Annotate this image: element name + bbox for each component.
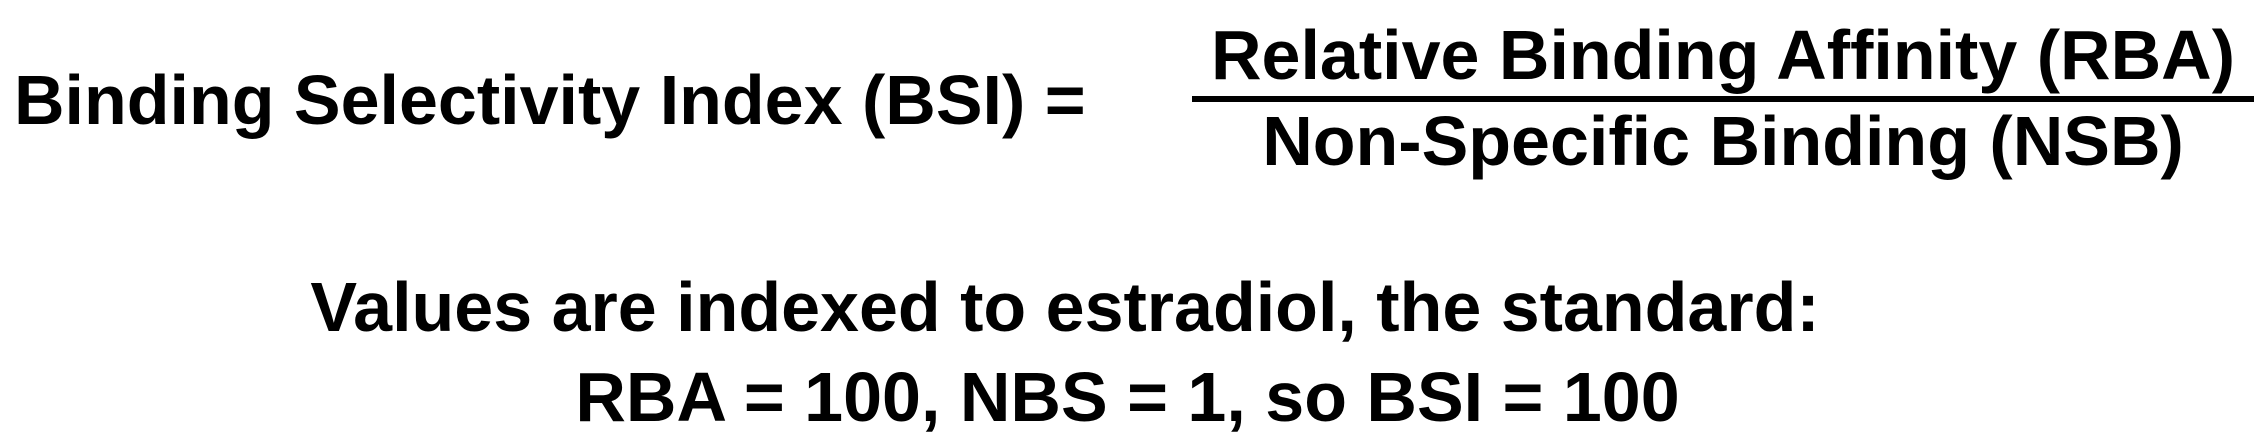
note-line-2: RBA = 100, NBS = 1, so BSI = 100 xyxy=(575,358,1680,436)
formula-left-hand-side: Binding Selectivity Index (BSI) = xyxy=(14,61,1086,139)
bsi-formula: Binding Selectivity Index (BSI) = Relati… xyxy=(14,20,2254,210)
formula-fraction: Relative Binding Affinity (RBA) Non-Spec… xyxy=(1192,20,2254,176)
fraction-denominator: Non-Specific Binding (NSB) xyxy=(1262,102,2184,180)
fraction-numerator: Relative Binding Affinity (RBA) xyxy=(1210,16,2236,94)
note-line-1: Values are indexed to estradiol, the sta… xyxy=(310,268,1820,346)
indexing-note: Values are indexed to estradiol, the sta… xyxy=(0,262,2255,442)
fraction-bar xyxy=(1192,96,2254,102)
